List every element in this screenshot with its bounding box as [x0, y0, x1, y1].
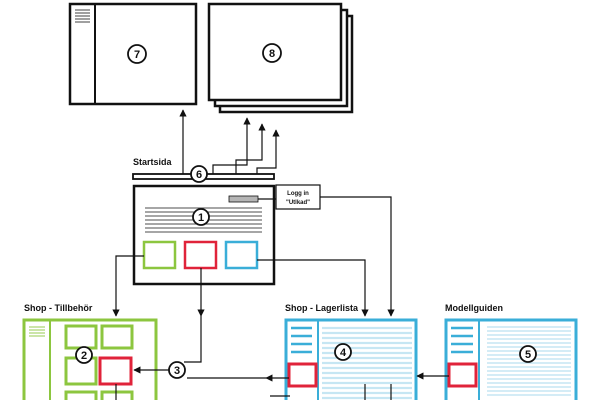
tillbehor-red-item — [98, 356, 133, 386]
arrow-to-page-8-b — [235, 123, 266, 174]
line-red-to-3 — [184, 316, 202, 363]
modellguiden-sidebar — [451, 326, 473, 354]
arrow-green-to-tillbehor — [112, 255, 144, 317]
modellguiden-rows — [487, 326, 571, 396]
badge-5 — [519, 345, 537, 363]
lagerlista-sidebar — [291, 326, 312, 354]
number-4: 4 — [340, 347, 347, 359]
shop-lagerlista-page: Shop - Lagerlista 4 — [284, 303, 418, 405]
page-7-sidebar-lines — [75, 9, 90, 23]
badge-1 — [192, 208, 210, 226]
tillbehor-sidebar-lines — [29, 326, 45, 337]
modellguiden-page: Modellguiden — [444, 303, 578, 405]
shop-tillbehor-page: Shop - Tillbehör 2 — [22, 303, 158, 405]
modellguiden-title: Modellguiden — [445, 303, 503, 313]
badge-6 — [190, 165, 208, 183]
connectors — [112, 109, 449, 400]
modellguiden-red-item — [447, 362, 478, 388]
node-3: 3 — [168, 361, 186, 379]
startsida-page: Startsida 1 6 — [132, 157, 276, 286]
arrow-to-page-8-a — [212, 117, 251, 174]
login-field — [228, 195, 259, 203]
arrow-to-page-8-c — [256, 129, 280, 174]
green-module — [142, 240, 177, 270]
number-7: 7 — [134, 49, 140, 61]
badge-7 — [127, 44, 147, 64]
lagerlista-rows — [322, 326, 412, 400]
number-6: 6 — [196, 169, 202, 181]
badge-4 — [334, 343, 352, 361]
page-8-stack: 8 — [207, 2, 354, 114]
blue-module — [224, 240, 259, 270]
red-module — [183, 240, 218, 270]
number-5: 5 — [525, 349, 531, 361]
badge-3 — [168, 361, 186, 379]
badge-2 — [75, 346, 93, 364]
lagerlista-red-item — [287, 362, 318, 388]
login-box: Logg in "Utlkad" — [275, 184, 321, 210]
login-line-2: "Utlkad" — [286, 200, 310, 206]
arrow-login-to-lagerlista — [320, 196, 395, 317]
shop-tillbehor-title: Shop - Tillbehör — [24, 303, 93, 313]
login-line-1: Logg in — [287, 191, 309, 197]
number-3: 3 — [174, 365, 180, 377]
number-1: 1 — [198, 212, 204, 224]
shop-lagerlista-title: Shop - Lagerlista — [285, 303, 359, 313]
startsida-title: Startsida — [133, 157, 173, 167]
number-2: 2 — [81, 350, 87, 362]
page-7: 7 — [68, 2, 198, 106]
badge-8 — [262, 43, 282, 63]
arrow-blue-to-lagerlista — [257, 259, 369, 317]
number-8: 8 — [269, 48, 275, 60]
